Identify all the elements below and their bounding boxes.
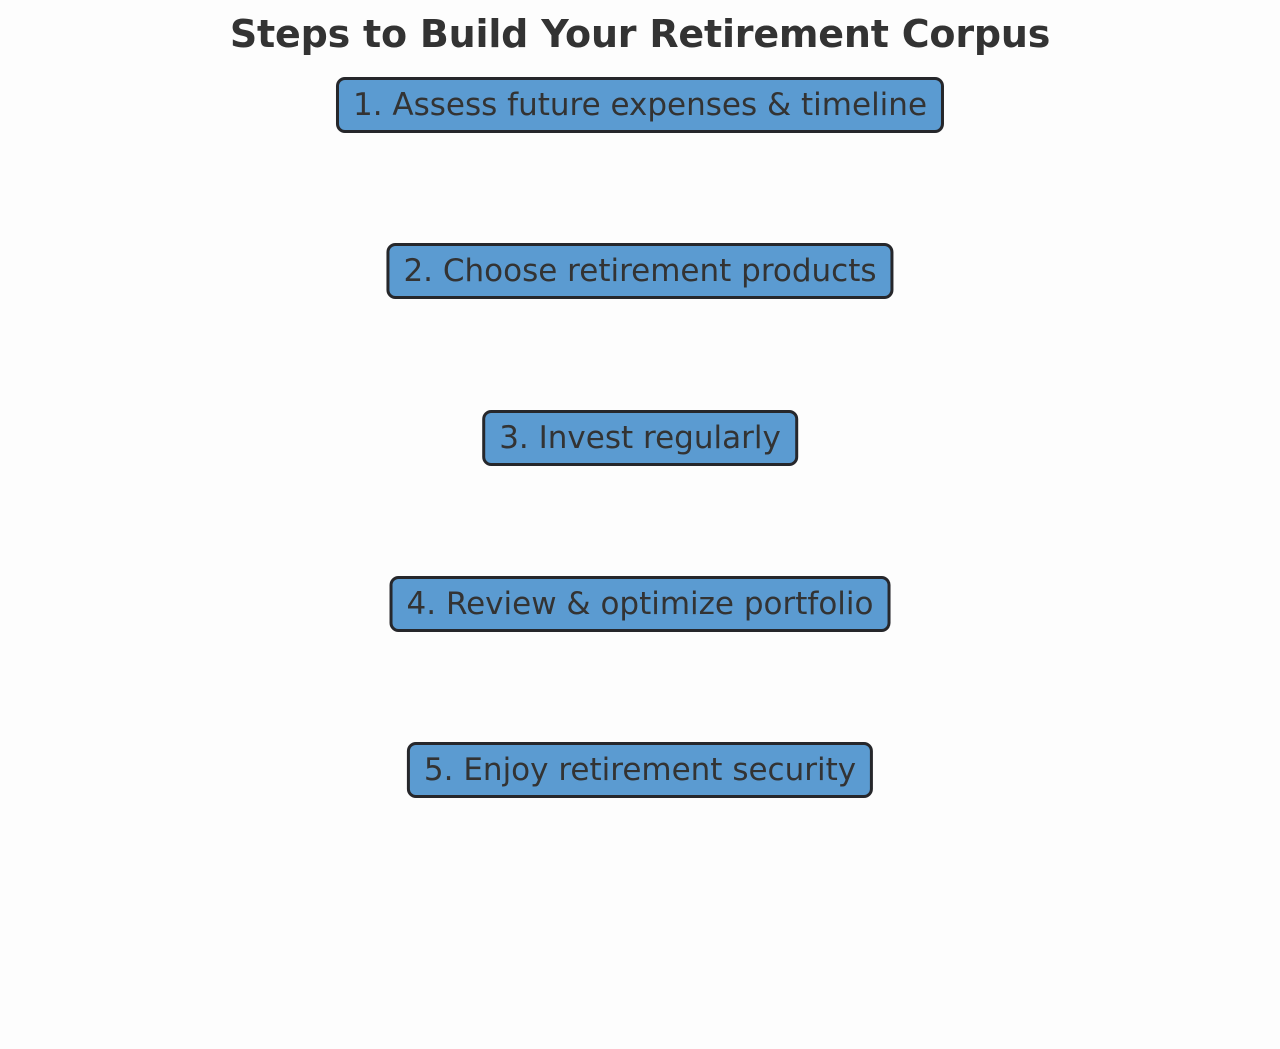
- step-node-4[interactable]: 4. Review & optimize portfolio: [389, 576, 891, 632]
- step-node-4-label: 4. Review & optimize portfolio: [406, 585, 874, 622]
- step-node-5-label: 5. Enjoy retirement security: [423, 751, 857, 788]
- step-node-3-label: 3. Invest regularly: [499, 419, 781, 456]
- page-title: Steps to Build Your Retirement Corpus: [229, 12, 1051, 56]
- step-node-3[interactable]: 3. Invest regularly: [482, 410, 798, 466]
- step-node-5[interactable]: 5. Enjoy retirement security: [406, 742, 874, 798]
- step-node-1[interactable]: 1. Assess future expenses & timeline: [335, 77, 945, 133]
- step-node-1-label: 1. Assess future expenses & timeline: [352, 86, 928, 123]
- step-node-2[interactable]: 2. Choose retirement products: [386, 243, 894, 299]
- step-node-2-label: 2. Choose retirement products: [403, 252, 877, 289]
